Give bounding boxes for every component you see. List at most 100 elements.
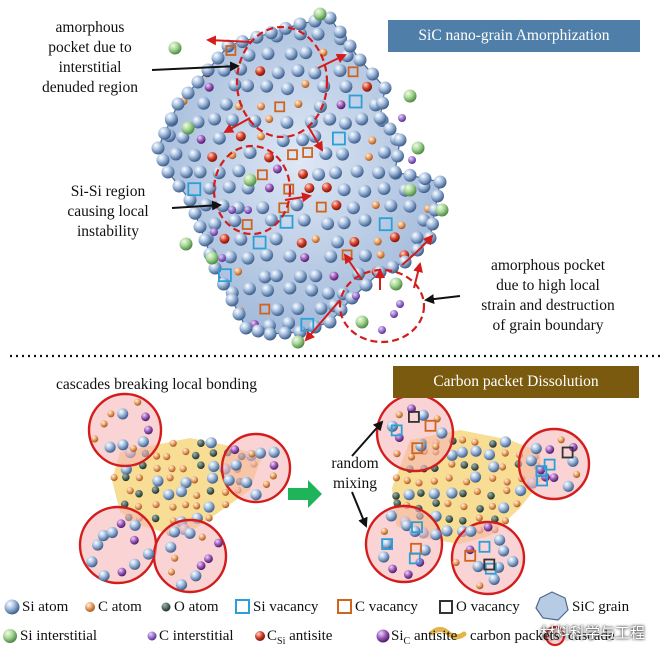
c-atom — [205, 514, 213, 522]
si-atom — [323, 112, 337, 126]
si-vacancy — [217, 268, 232, 283]
si-atom — [358, 184, 372, 198]
si-atom — [470, 445, 482, 457]
si-c-antisite — [300, 253, 310, 263]
c-si-antisite — [389, 232, 400, 243]
si-atom — [419, 544, 431, 556]
si-vacancy — [536, 474, 548, 487]
si-c-antisite — [545, 445, 555, 454]
c-interstitial — [218, 254, 226, 262]
o-atom — [135, 489, 143, 498]
c-atom — [153, 464, 161, 472]
si-atom — [329, 166, 342, 180]
si-atom — [191, 115, 205, 129]
c-interstitial — [210, 228, 218, 236]
c-atom — [445, 474, 453, 482]
si-atom — [403, 489, 415, 501]
si-atom — [208, 217, 222, 231]
c-atom — [169, 439, 177, 447]
transition-arrow — [288, 480, 322, 508]
si-atom — [181, 86, 195, 100]
c-atom — [262, 480, 271, 488]
si-atom — [418, 172, 432, 186]
c-vacancy — [411, 442, 424, 455]
si-atom — [391, 149, 404, 163]
si-atom — [201, 63, 215, 77]
si-atom — [172, 179, 186, 193]
c-atom — [430, 477, 438, 485]
si-atom — [171, 97, 185, 111]
c-atom — [163, 453, 171, 461]
legend-c-si-antisite-icon — [255, 631, 265, 641]
c-atom — [489, 474, 497, 482]
c-atom — [503, 487, 511, 495]
si-interstitial — [411, 141, 425, 155]
c-atom — [415, 479, 423, 487]
si-atom — [358, 213, 372, 227]
o-atom — [487, 491, 495, 500]
c-atom — [557, 436, 565, 444]
si-atom — [191, 75, 205, 89]
si-atom — [343, 39, 357, 53]
si-atom — [269, 232, 283, 246]
c-atom — [182, 501, 190, 509]
carbon-packet-dissolution-banner: Carbon packet Dissolution — [393, 366, 639, 398]
si-atom — [358, 249, 372, 262]
legend-c-atom-icon — [85, 602, 95, 612]
si-atom — [183, 193, 197, 207]
si-atom — [279, 21, 293, 35]
si-atom — [161, 165, 175, 179]
c-atom — [153, 452, 161, 460]
legend-c-atom-label: C atom — [98, 599, 142, 615]
c-atom — [168, 465, 176, 473]
si-c-antisite — [329, 271, 339, 281]
si-atom — [263, 327, 277, 341]
si-atom — [488, 573, 500, 586]
legend-cascade-label: cascade — [568, 628, 615, 644]
si-atom — [337, 216, 351, 230]
c-atom — [248, 450, 256, 458]
si-atom — [309, 269, 323, 283]
si-atom — [225, 293, 239, 307]
c-atom — [488, 502, 496, 510]
c-vacancy — [424, 419, 437, 432]
legend-c-interstitial-icon — [147, 631, 157, 641]
c-interstitial — [398, 114, 406, 122]
si-interstitial — [389, 277, 403, 291]
si-atom — [347, 130, 361, 144]
si-atom — [515, 485, 527, 497]
si-atom — [336, 147, 349, 161]
si-atom — [465, 525, 477, 537]
si-atom — [376, 96, 389, 110]
c-atom — [166, 474, 174, 482]
si-vacancy — [381, 538, 394, 550]
si-atom — [562, 480, 574, 492]
legend-o-vacancy-icon — [439, 600, 453, 614]
si-c-antisite — [204, 82, 214, 92]
c-atom — [471, 438, 479, 446]
o-atom — [197, 461, 205, 470]
si-atom — [293, 17, 307, 31]
si-atom — [417, 409, 429, 421]
si-atom — [372, 166, 386, 180]
c-atom — [222, 501, 230, 509]
si-atom — [383, 122, 397, 136]
legend-si-atom-icon — [4, 599, 20, 615]
si-atom — [156, 153, 170, 167]
si-c-antisite — [141, 412, 150, 422]
si-atom — [129, 519, 141, 531]
si-atom — [232, 164, 246, 178]
si-atom — [350, 164, 364, 178]
si-atom — [299, 46, 313, 60]
c-vacancy — [347, 66, 359, 78]
c-atom — [448, 460, 456, 468]
si-atom — [151, 141, 165, 155]
o-atom — [417, 489, 425, 497]
random-mixing-label: random mixing — [320, 454, 390, 494]
si-atom — [498, 502, 510, 514]
si-atom — [378, 551, 390, 563]
c-vacancy — [302, 147, 314, 158]
si-atom — [142, 548, 155, 560]
c-vacancy — [287, 149, 298, 161]
si-c-main: Si — [391, 628, 404, 644]
